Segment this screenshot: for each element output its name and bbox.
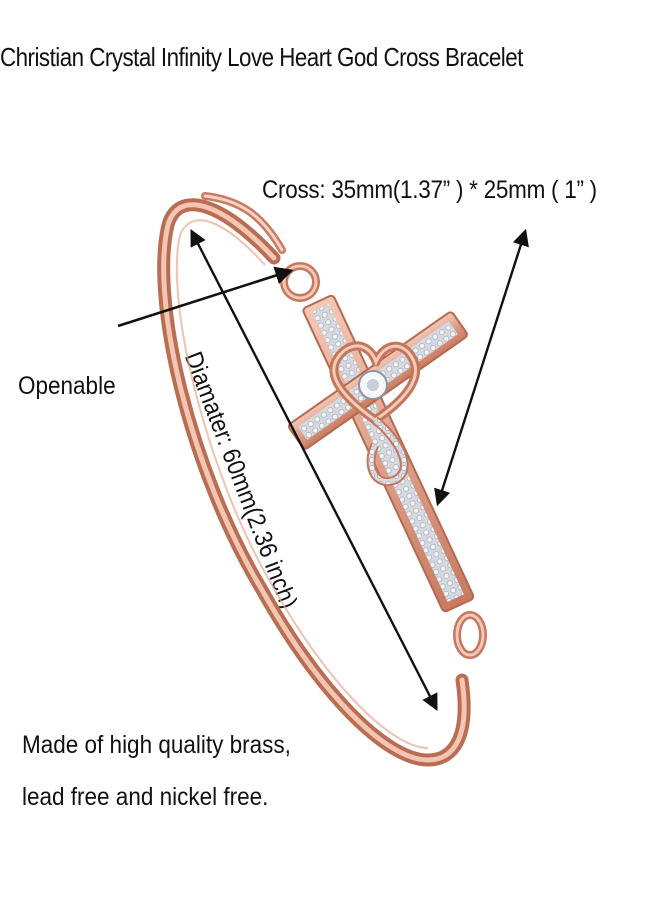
diameter-arrow: [190, 229, 438, 711]
product-title: Christian Crystal Infinity Love Heart Go…: [0, 42, 523, 72]
material-line-2: lead free and nickel free.: [22, 783, 269, 811]
openable-label: Openable: [18, 372, 116, 400]
openable-arrow: [117, 266, 294, 328]
material-line-1: Made of high quality brass,: [22, 731, 291, 759]
cross-size-arrow: [434, 228, 529, 507]
cross-size-label: Cross: 35mm(1.37” ) * 25mm ( 1” ): [262, 176, 597, 204]
clasp-loop-bottom: [453, 611, 487, 659]
